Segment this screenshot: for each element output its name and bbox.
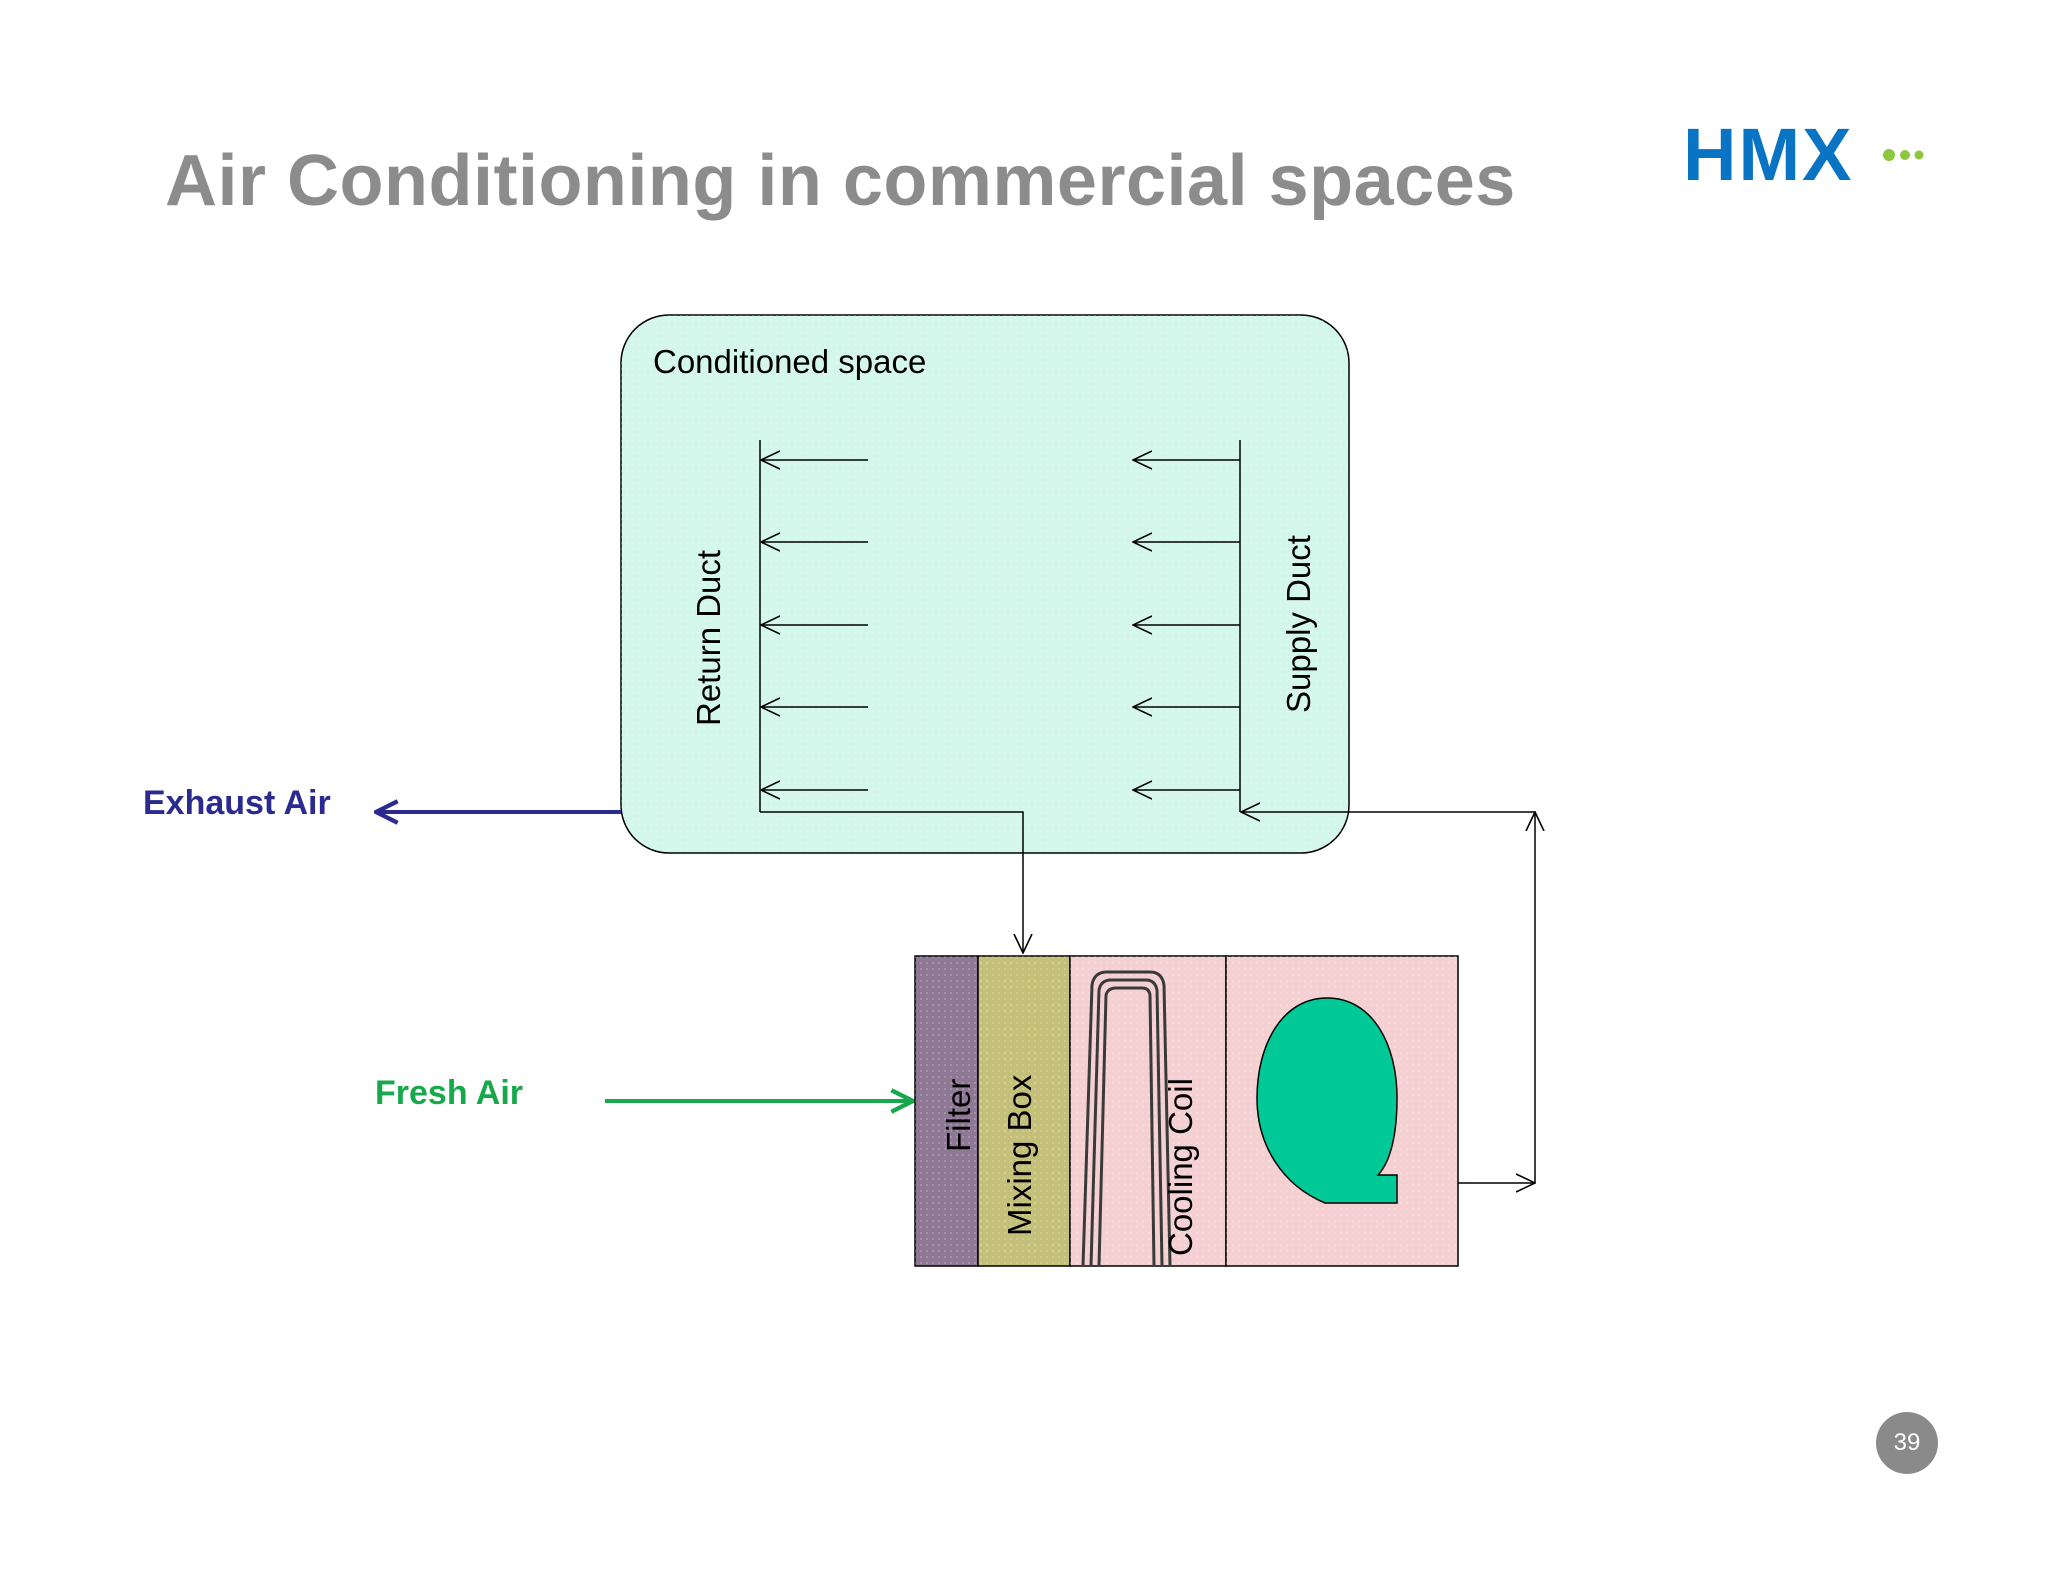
logo-dot [1883, 149, 1895, 161]
logo-dot [1900, 150, 1910, 160]
filter-label: Filter [940, 1079, 977, 1152]
page-number-badge: 39 [1876, 1412, 1938, 1474]
logo-text: HMX [1683, 118, 1853, 190]
conditioned-space-label: Conditioned space [653, 343, 926, 380]
conditioned-space: Conditioned space [620, 314, 1350, 854]
return-to-mixing-line [760, 811, 1023, 953]
supply-duct-label: Supply Duct [1280, 535, 1317, 713]
supply-duct: Supply Duct [1133, 440, 1317, 812]
exhaust-air: Exhaust Air [143, 784, 621, 822]
air-handling-unit: Filter Mixing Box Cooling Coil [914, 955, 1459, 1267]
return-duct-label: Return Duct [690, 550, 727, 726]
return-duct: Return Duct [690, 440, 868, 812]
cooling-coil-tube [1081, 970, 1172, 1267]
hmx-logo: HMX [1683, 118, 1924, 190]
slide-title: Air Conditioning in commercial spaces [165, 141, 1516, 221]
exhaust-air-label: Exhaust Air [143, 784, 331, 822]
cooling-coil-label: Cooling Coil [1162, 1078, 1199, 1256]
mixing-box-label: Mixing Box [1001, 1074, 1038, 1236]
fresh-air-label: Fresh Air [375, 1074, 523, 1112]
logo-dot [1914, 150, 1924, 160]
fresh-air: Fresh Air [375, 1074, 913, 1112]
fan-icon [1256, 997, 1398, 1204]
